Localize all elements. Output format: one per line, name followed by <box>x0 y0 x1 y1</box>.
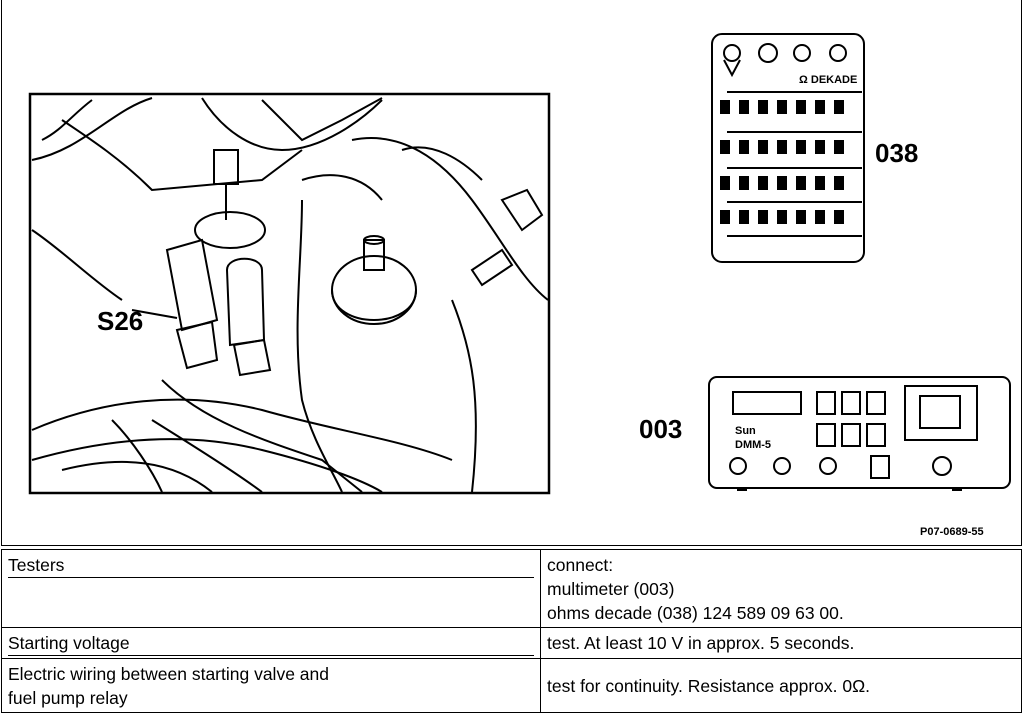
ohms-decade-switches <box>720 100 844 224</box>
row-label-line: Electric wiring between starting valve a… <box>8 664 329 684</box>
engine-diagram: S26 Ω DEKADE 038 <box>28 33 1011 538</box>
row-label-cell: Electric wiring between starting valve a… <box>1 658 541 713</box>
figure-frame: S26 Ω DEKADE 038 <box>1 0 1022 546</box>
action-line: ohms decade (038) 124 589 09 63 00. <box>547 603 844 623</box>
figure-code: P07-0689-55 <box>920 526 984 538</box>
multimeter-brand-label: Sun <box>735 425 756 437</box>
multimeter-device <box>708 376 1011 491</box>
action-line: multimeter (003) <box>547 579 675 599</box>
row-action-cell: test. At least 10 V in approx. 5 seconds… <box>540 627 1022 659</box>
table-row-electric-wiring: Electric wiring between starting valve a… <box>1 658 1022 713</box>
callout-003-label: 003 <box>639 414 682 444</box>
row-label-cell: Testers <box>1 549 541 628</box>
row-label: Testers <box>8 553 534 578</box>
ohms-decade-label: Ω DEKADE <box>799 74 857 86</box>
row-action-cell: connect: multimeter (003) ohms decade (0… <box>540 549 1022 628</box>
table-row-testers: Testers connect: multimeter (003) ohms d… <box>1 549 1022 628</box>
row-label-cell: Starting voltage <box>1 627 541 659</box>
action-line: connect: <box>547 555 614 575</box>
row-label: Starting voltage <box>8 631 534 656</box>
callout-s26-label: S26 <box>97 306 143 336</box>
callout-038-label: 038 <box>875 138 918 168</box>
specification-table: Testers connect: multimeter (003) ohms d… <box>1 549 1022 713</box>
ohms-decade-device <box>711 33 865 263</box>
engine-illustration <box>28 92 551 495</box>
multimeter-model-label: DMM-5 <box>735 439 771 451</box>
row-action-cell: test for continuity. Resistance approx. … <box>540 658 1022 713</box>
action-line: test. At least 10 V in approx. 5 seconds… <box>547 633 855 653</box>
table-row-starting-voltage: Starting voltage test. At least 10 V in … <box>1 627 1022 659</box>
row-label-line: fuel pump relay <box>8 688 128 708</box>
action-line: test for continuity. Resistance approx. … <box>547 676 871 696</box>
